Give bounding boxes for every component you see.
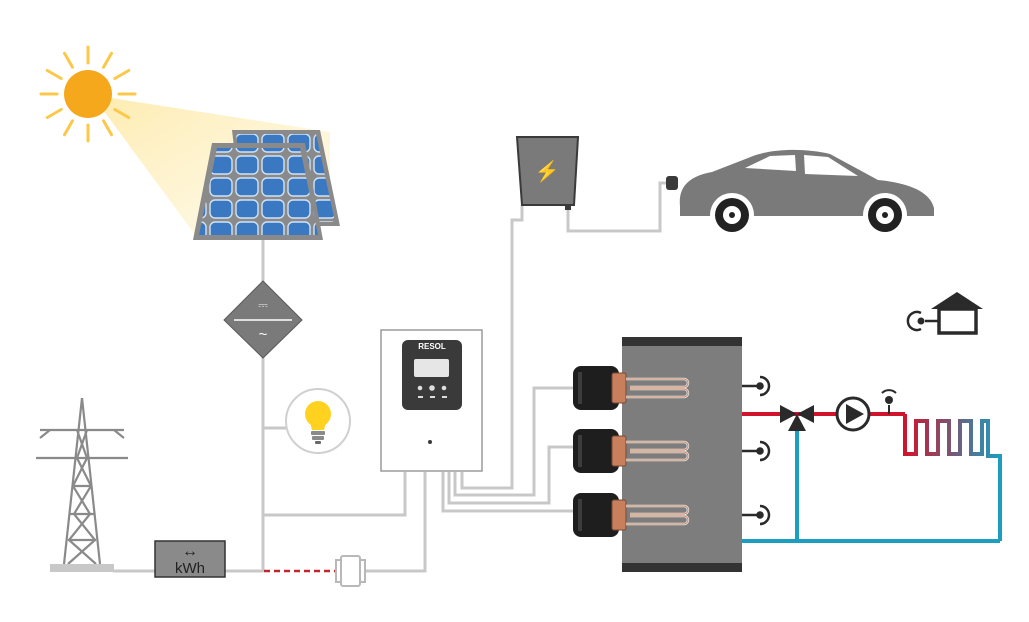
temperature-sensor-icon — [742, 504, 771, 526]
controller-brand: RESOL — [418, 342, 446, 351]
sun-ray — [102, 119, 113, 137]
sun-ray — [113, 69, 131, 80]
power-pylon-icon — [36, 397, 128, 572]
wallbox-charger-icon: ⚡ — [515, 136, 580, 210]
sun-ray — [63, 51, 74, 69]
sun-ray — [45, 108, 63, 119]
meter-unit-label: kWh — [175, 560, 205, 577]
bus-controller-line — [263, 472, 407, 517]
controller-icon: RESOL — [380, 329, 483, 472]
mixing-valve-icon — [780, 405, 814, 431]
flow-sensor-icon — [335, 555, 366, 587]
inverter-dc-symbol: ⎓ — [258, 298, 268, 312]
heating-circuit — [742, 412, 1002, 543]
wiring — [113, 181, 668, 573]
charger-bolt: ⚡ — [535, 159, 560, 183]
car-wheel-front — [710, 193, 754, 237]
immersion-heaters — [573, 366, 690, 537]
heater3-line — [441, 472, 578, 513]
immersion-heater-icon — [573, 493, 690, 537]
charger-car-line — [566, 181, 668, 233]
heater2-line — [447, 445, 578, 505]
sun-ray — [45, 69, 63, 80]
sun-ray — [63, 119, 74, 137]
charging-plug — [666, 176, 678, 190]
pump-icon — [835, 396, 871, 432]
electric-car-icon — [666, 149, 934, 237]
temperature-sensor-icon — [742, 440, 771, 462]
immersion-heater-icon — [573, 429, 690, 473]
immersion-heater-icon — [573, 366, 690, 410]
floor-heating-icon — [903, 414, 1002, 541]
meter-arrow: ↔ — [182, 543, 198, 560]
inverter-ac-symbol: ~ — [259, 326, 268, 343]
sensor-controller-line — [365, 472, 427, 573]
solar-panel-icon — [193, 130, 340, 240]
car-wheel-rear — [863, 193, 907, 237]
storage-tank-icon — [622, 337, 742, 572]
temperature-sensor-icon — [742, 375, 771, 397]
sun-ray — [113, 108, 131, 119]
inverter-icon: ⎓ ~ — [223, 280, 303, 359]
temperature-sensor-icon — [881, 389, 897, 414]
controller-charger-line — [460, 205, 524, 490]
heater1-line — [453, 386, 578, 497]
tank-sensors — [742, 375, 771, 526]
sun-icon — [39, 45, 137, 143]
light-bulb-icon — [285, 388, 351, 454]
outdoor-sensor-house-icon — [906, 292, 983, 335]
sun-ray — [102, 51, 113, 69]
energy-meter-icon: ↔ kWh — [154, 540, 226, 578]
